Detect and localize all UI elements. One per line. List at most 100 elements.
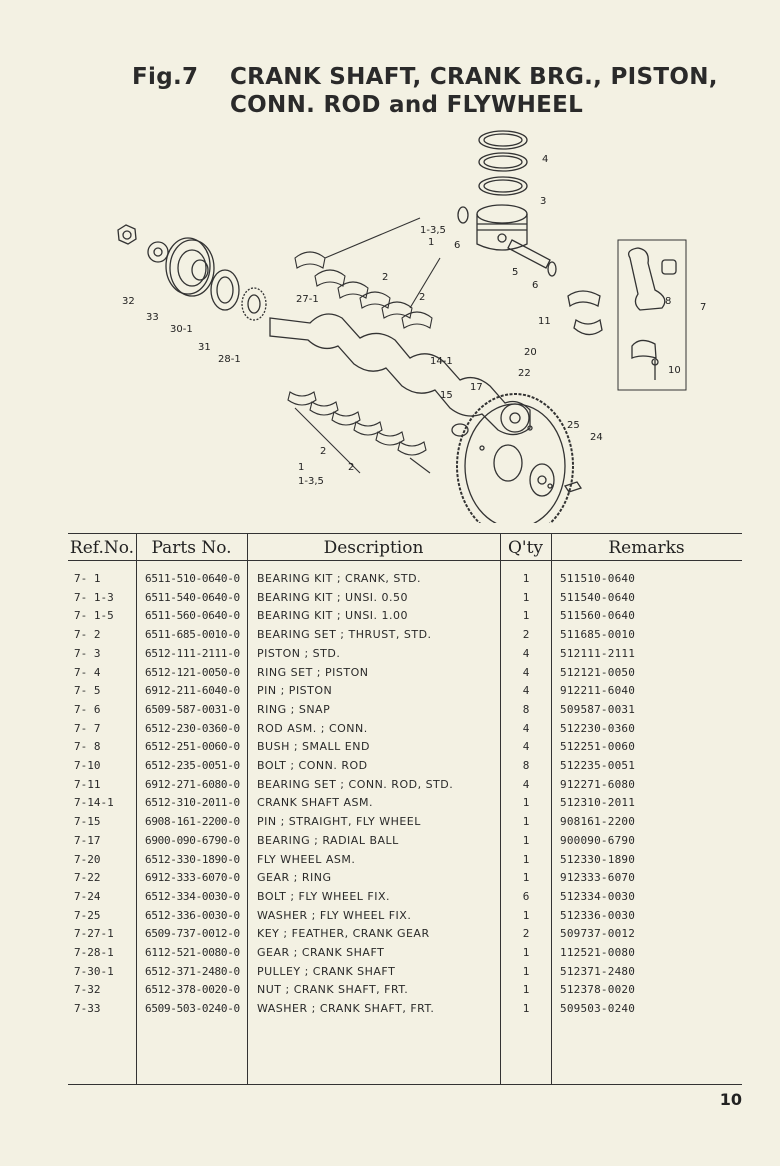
quantity-cell: 4	[522, 721, 530, 735]
part-number-cell: 6512-235-0051-0	[145, 759, 240, 772]
remarks-cell: 509503-0240	[560, 1002, 636, 1016]
remarks-cell: 512121-0050	[560, 665, 636, 679]
quantity-cell: 4	[522, 665, 530, 679]
diagram-label: 5	[512, 267, 518, 278]
description-cell: KEY ; FEATHER, CRANK GEAR	[257, 927, 430, 941]
description-cell: BUSH ; SMALL END	[257, 740, 370, 754]
remarks-cell: 509737-0012	[560, 927, 636, 941]
remarks-cell: 512111-2111	[560, 646, 636, 660]
part-number-cell: 6512-334-0030-0	[145, 889, 240, 903]
page-number: 10	[719, 1090, 742, 1109]
description-cell: BEARING SET ; THRUST, STD.	[257, 628, 432, 642]
remarks-cell: 512251-0060	[560, 740, 636, 754]
diagram-label: 22	[518, 368, 531, 379]
figure-title-line2: CONN. ROD and FLYWHEEL	[230, 92, 584, 118]
description-cell: GEAR ; CRANK SHAFT	[257, 946, 385, 959]
ref-cell: 7- 8	[74, 740, 101, 754]
diagram-label: 2	[419, 292, 425, 303]
quantity-cell: 4	[522, 740, 530, 754]
part-number-cell: 6511-510-0640-0	[145, 572, 240, 585]
remarks-cell: 512310-2011	[560, 796, 636, 810]
diagram-label: 2	[348, 462, 354, 473]
ref-cell: 7- 5	[74, 684, 101, 698]
part-number-cell: 6512-121-0050-0	[145, 665, 240, 679]
quantity-cell: 1	[522, 964, 530, 978]
part-number-cell: 6511-540-0640-0	[145, 590, 240, 604]
remarks-cell: 912333-6070	[560, 871, 636, 885]
diagram-label: 25	[567, 420, 580, 431]
description-cell: PULLEY ; CRANK SHAFT	[257, 964, 396, 978]
description-cell: BEARING ; RADIAL BALL	[257, 833, 399, 847]
description-cell: BOLT ; FLY WHEEL FIX.	[257, 889, 391, 903]
ref-cell: 7- 1-3	[74, 590, 114, 604]
description-cell: WASHER ; FLY WHEEL FIX.	[257, 908, 412, 922]
diagram-label: 30-1	[170, 324, 193, 335]
header-ref-no: Ref.No.	[69, 538, 135, 558]
description-cell: CRANK SHAFT ASM.	[257, 796, 373, 810]
quantity-cell: 1	[522, 852, 530, 866]
part-number-cell: 6512-330-1890-0	[145, 852, 240, 866]
ref-cell: 7- 1-5	[74, 609, 114, 623]
remarks-cell: 511540-0640	[560, 590, 636, 604]
table-row: 7-24 6512-334-0030-0 BOLT ; FLY WHEEL FIX.…	[68, 887, 742, 906]
ref-cell: 7- 1	[74, 572, 101, 585]
exploded-parts-diagram: 4 3 1-3,5 1 6 5 6 2 27-1 2 32 33 30-1 31…	[117, 130, 706, 523]
ref-cell: 7-15	[74, 815, 101, 829]
quantity-cell: 1	[522, 796, 530, 810]
ref-cell: 7-32	[74, 983, 101, 997]
diagram-label: 2	[382, 272, 388, 283]
quantity-cell: 4	[522, 646, 530, 660]
remarks-cell: 512334-0030	[560, 889, 636, 903]
quantity-cell: 4	[522, 684, 530, 698]
diagram-label: 1	[428, 237, 434, 248]
diagram-label: 27-1	[296, 294, 319, 305]
description-cell: FLY WHEEL ASM.	[257, 852, 356, 866]
diagram-label: 8	[665, 296, 671, 307]
remarks-cell: 512230-0360	[560, 721, 636, 735]
quantity-cell: 8	[522, 702, 530, 716]
diagram-label: 15	[440, 390, 453, 401]
remarks-cell: 912271-6080	[560, 777, 636, 791]
quantity-cell: 1	[522, 815, 530, 829]
part-number-cell: 6912-271-6080-0	[145, 777, 240, 791]
diagram-label: 6	[454, 240, 460, 251]
description-cell: PIN ; STRAIGHT, FLY WHEEL	[257, 815, 421, 829]
diagram-label: 33	[146, 312, 159, 323]
diagram-label: 32	[122, 296, 135, 307]
diagram-label: 14-1	[430, 356, 453, 367]
ref-cell: 7- 4	[74, 665, 101, 679]
ref-cell: 7-30-1	[74, 964, 114, 978]
quantity-cell: 6	[522, 889, 530, 903]
description-cell: GEAR ; RING	[257, 871, 332, 885]
quantity-cell: 1	[522, 572, 530, 585]
quantity-cell: 1	[522, 1002, 530, 1016]
ref-cell: 7-10	[74, 759, 101, 772]
part-number-cell: 6509-737-0012-0	[145, 927, 240, 941]
part-number-cell: 6511-685-0010-0	[145, 628, 240, 642]
figure-title-line1: CRANK SHAFT, CRANK BRG., PISTON,	[230, 64, 718, 90]
ref-cell: 7-24	[74, 889, 101, 903]
remarks-cell: 908161-2200	[560, 815, 636, 829]
description-cell: RING SET ; PISTON	[257, 665, 369, 679]
description-cell: BOLT ; CONN. ROD	[257, 759, 368, 772]
table-row: 7- 4 6512-121-0050-0 RING SET ; PISTON 4 512…	[68, 663, 742, 682]
remarks-cell: 900090-6790	[560, 833, 636, 847]
ref-cell: 7-17	[74, 833, 101, 847]
part-number-cell: 6908-161-2200-0	[145, 815, 240, 829]
part-number-cell: 6512-230-0360-0	[145, 721, 240, 735]
ref-cell: 7- 3	[74, 646, 101, 660]
ref-cell: 7- 7	[74, 721, 101, 735]
diagram-label: 17	[470, 382, 483, 393]
